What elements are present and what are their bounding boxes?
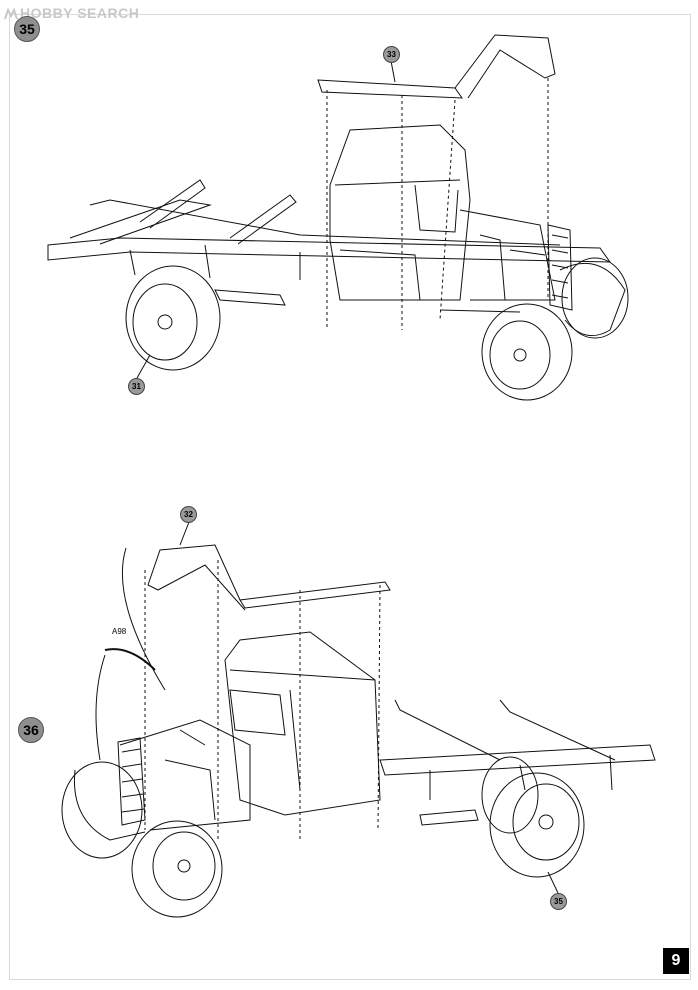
callout-part-31: 31: [128, 378, 145, 395]
callout-part-35: 35: [550, 893, 567, 910]
step-36-marker: 36: [18, 717, 44, 743]
hobbysearch-logo-icon: [4, 7, 18, 20]
page-frame: [9, 14, 691, 980]
page-number: 9: [663, 948, 689, 974]
callout-part-32: 32: [180, 506, 197, 523]
watermark-text: HOBBY SEARCH: [20, 5, 140, 21]
truck-bottom-assembly: [62, 522, 655, 917]
part-label-a98: A98: [112, 627, 127, 636]
watermark: HOBBY SEARCH: [4, 5, 139, 21]
truck-top-assembly: [48, 35, 628, 400]
step-35-marker: 35: [14, 16, 40, 42]
callout-part-33: 33: [383, 46, 400, 63]
